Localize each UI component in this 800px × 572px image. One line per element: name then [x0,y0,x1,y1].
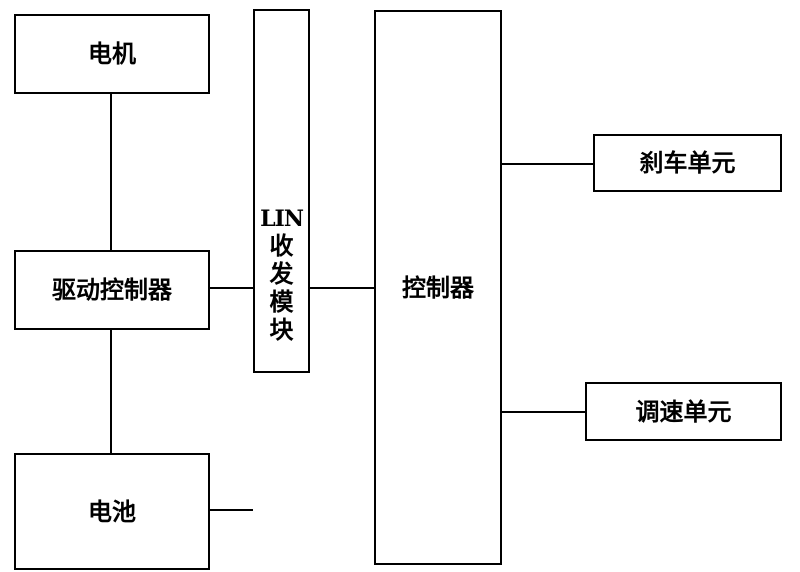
battery-label: 电池 [88,500,136,524]
connector-controller-brake [502,163,593,165]
lin-label-latin: LIN [260,208,303,230]
motor-block: 电机 [14,14,210,94]
controller-block: 控制器 [374,10,502,565]
speed-unit-label: 调速单元 [636,400,732,424]
driver-controller-block: 驱动控制器 [14,250,210,330]
speed-unit-block: 调速单元 [585,382,782,441]
brake-unit-label: 刹车单元 [640,151,736,175]
lin-label-char-4: 块 [270,318,294,342]
driver-controller-label: 驱动控制器 [52,278,172,302]
controller-label: 控制器 [402,276,474,300]
lin-transceiver-block: LIN 收 发 模 块 [253,9,310,373]
lin-label-char-2: 发 [270,262,294,286]
connector-motor-driver [110,94,112,250]
lin-transceiver-label: LIN 收 发 模 块 [260,208,303,342]
connector-controller-speed [502,411,585,413]
motor-label: 电机 [88,42,136,66]
brake-unit-block: 刹车单元 [593,134,782,192]
lin-label-char-3: 模 [270,290,294,314]
battery-block: 电池 [14,453,210,570]
connector-lin-controller [310,287,374,289]
connector-battery-lin [210,509,253,511]
lin-label-char-1: 收 [270,234,294,258]
connector-driver-battery [110,330,112,453]
connector-driver-lin [210,287,253,289]
